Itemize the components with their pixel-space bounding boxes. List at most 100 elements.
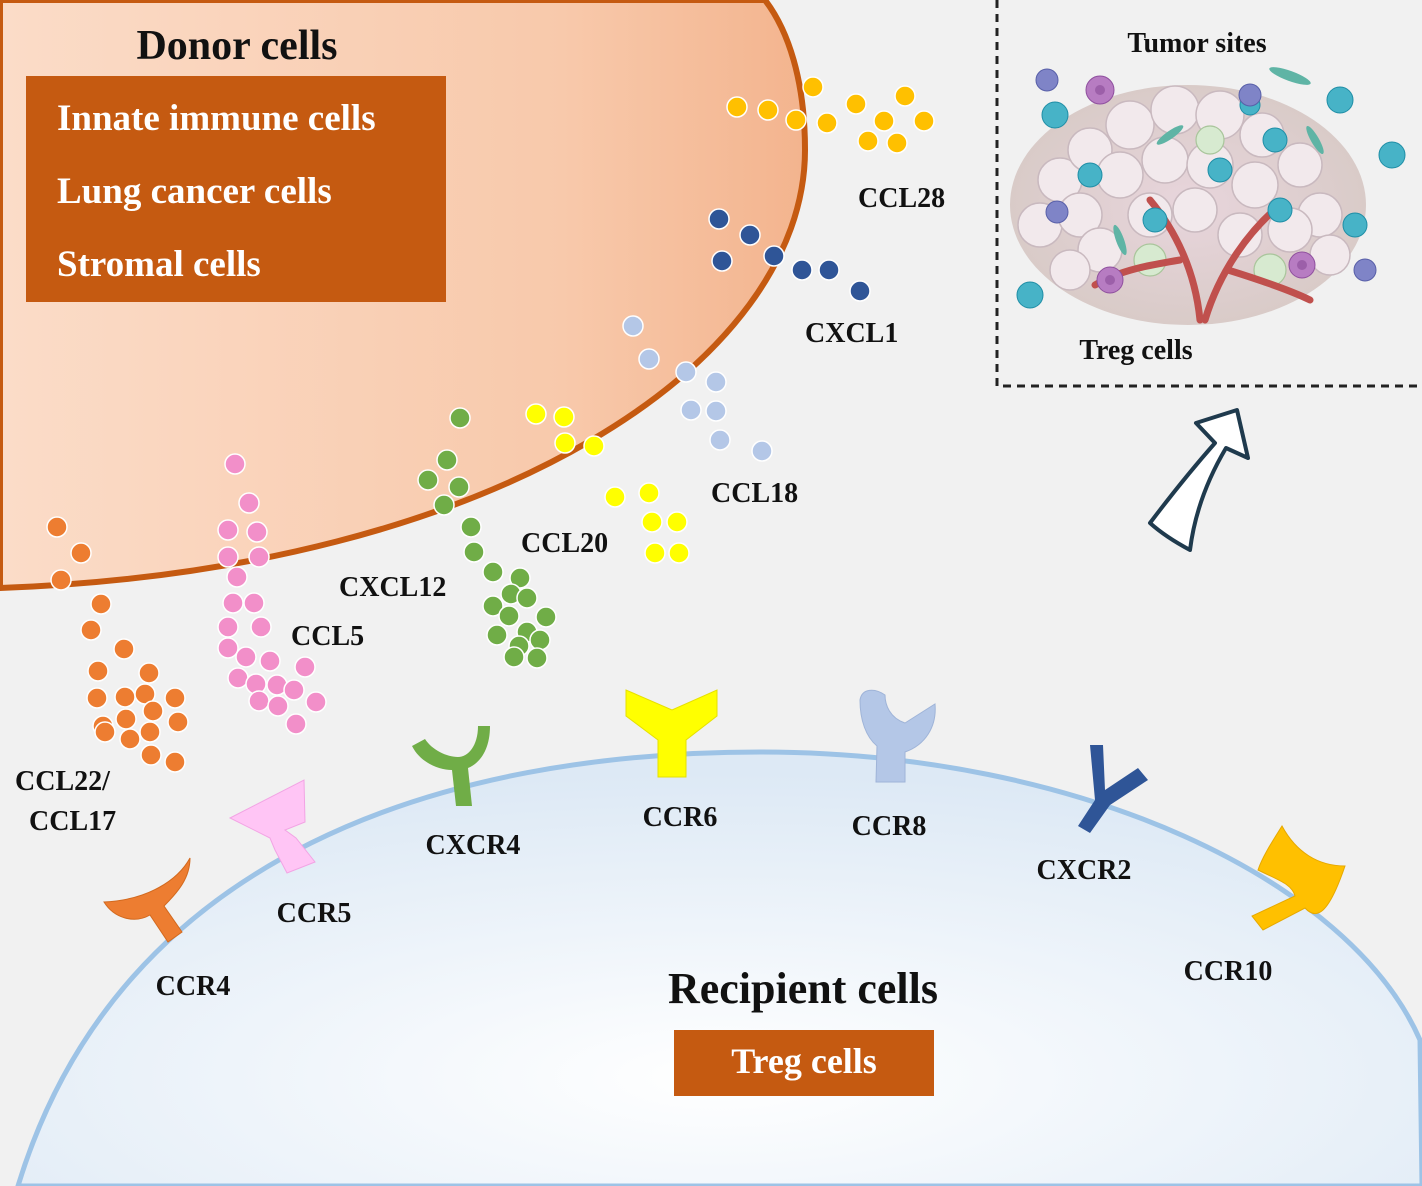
chemokine-dot-ccl18 [709, 429, 731, 451]
chemokine-label-cxcl1: CXCL1 [805, 318, 898, 349]
chemokine-dot-ccl5 [217, 616, 239, 638]
tumor-sites-inset: Tumor sites [995, 0, 1418, 388]
chemokine-dot-ccl22 [115, 708, 137, 730]
chemokine-dot-ccl18 [680, 399, 702, 421]
chemokine-dot-ccl20 [666, 511, 688, 533]
chemokine-dot-ccl18 [638, 348, 660, 370]
chemokine-dot-ccl22 [140, 744, 162, 766]
chemokine-dot-ccl20 [554, 432, 576, 454]
chemokine-dot-cxcl12 [463, 541, 485, 563]
donor-item-innate-immune-cells: Innate immune cells [57, 98, 376, 139]
chemokine-dot-cxcl1 [708, 208, 730, 230]
receptor-label-ccr6: CCR6 [643, 802, 718, 833]
chemokine-dot-ccl20 [583, 435, 605, 457]
chemokine-dot-ccl5 [227, 667, 249, 689]
chemokine-dot-cxcl1 [818, 259, 840, 281]
chemokine-dot-cxcl12 [503, 646, 525, 668]
chemokine-dot-cxcl12 [448, 476, 470, 498]
chemokine-dot-ccl28 [726, 96, 748, 118]
chemokine-dots-ccl22 [46, 516, 189, 773]
chemokine-label-cxcl12: CXCL12 [339, 572, 446, 603]
chemokine-dot-ccl5 [267, 695, 289, 717]
chemokine-dot-ccl18 [705, 371, 727, 393]
chemokine-dots-cxcl1 [708, 208, 871, 302]
donor-cell-types-box [26, 76, 446, 302]
chemokine-dot-ccl22 [142, 700, 164, 722]
chemokine-label-ccl28: CCL28 [858, 183, 945, 214]
receptor-ccr4 [103, 857, 191, 943]
donor-item-stromal-cells: Stromal cells [57, 244, 261, 285]
chemokine-dot-ccl28 [873, 110, 895, 132]
chemokine-dot-ccl28 [757, 99, 779, 121]
recipient-treg-badge [674, 1030, 934, 1096]
receptor-label-cxcr4: CXCR4 [426, 830, 521, 861]
chemokine-dot-cxcl1 [711, 250, 733, 272]
chemokine-dot-ccl5 [217, 637, 239, 659]
chemokine-dot-ccl5 [248, 690, 270, 712]
receptor-label-ccr10: CCR10 [1184, 956, 1273, 987]
chemokine-dot-ccl18 [751, 440, 773, 462]
chemokine-dot-ccl22 [164, 687, 186, 709]
chemokine-dot-ccl5 [305, 691, 327, 713]
recipient-title: Recipient cells [668, 964, 938, 1013]
chemokine-dot-ccl22 [70, 542, 92, 564]
chemokine-dot-ccl5 [222, 592, 244, 614]
chemokine-dot-cxcl12 [436, 449, 458, 471]
chemokine-dot-ccl22 [164, 751, 186, 773]
chemokine-dot-cxcl12 [529, 629, 551, 651]
receptor-label-ccr5: CCR5 [277, 898, 352, 929]
chemokine-label-ccl5: CCL5 [291, 621, 364, 652]
chemokine-dot-cxcl12 [482, 595, 504, 617]
chemokine-dot-ccl28 [785, 109, 807, 131]
inset-treg-caption: Treg cells [1079, 335, 1192, 366]
chemokine-dot-ccl5 [238, 492, 260, 514]
chemokine-dots-ccl20 [525, 403, 690, 564]
receptor-ccr5 [228, 779, 316, 874]
hollow-arrow-up-right-icon [1148, 408, 1250, 552]
chemokine-dot-ccl20 [525, 403, 547, 425]
chemokine-dot-cxcl12 [516, 587, 538, 609]
chemokine-dots-ccl28 [726, 76, 935, 154]
chemokine-dot-ccl20 [553, 406, 575, 428]
chemokine-dot-ccl5 [224, 453, 246, 475]
chemokine-dot-cxcl12 [535, 606, 557, 628]
chemokine-dot-cxcl12 [509, 567, 531, 589]
chemokine-dot-cxcl12 [449, 407, 471, 429]
chemokine-dot-ccl5 [217, 519, 239, 541]
chemokine-dot-ccl22 [50, 569, 72, 591]
chemokine-dot-ccl22 [94, 721, 116, 743]
chemokine-dot-ccl5 [243, 592, 265, 614]
chemokine-dot-ccl18 [622, 315, 644, 337]
chemokine-dot-ccl20 [668, 542, 690, 564]
chemokine-dot-ccl28 [886, 132, 908, 154]
receptor-ccr8 [859, 689, 936, 783]
chemokine-dot-ccl18 [675, 361, 697, 383]
chemokine-dot-ccl5 [248, 546, 270, 568]
chemokine-label-ccl22: CCL22/ [15, 766, 111, 797]
chemokine-dot-cxcl1 [739, 224, 761, 246]
tumor-illustration [1010, 67, 1406, 325]
chemokine-dot-ccl5 [250, 616, 272, 638]
chemokine-dot-cxcl12 [498, 605, 520, 627]
chemokine-dot-ccl5 [246, 521, 268, 543]
chemokine-dot-ccl28 [913, 110, 935, 132]
donor-title: Donor cells [136, 23, 337, 69]
receptor-ccr10 [1251, 825, 1346, 931]
chemokine-dot-ccl22 [87, 660, 109, 682]
chemokine-dot-ccl20 [604, 486, 626, 508]
treg-cell-icons [1016, 86, 1406, 309]
chemokine-dot-ccl22 [46, 516, 68, 538]
chemokine-dot-ccl5 [294, 656, 316, 678]
chemokine-dot-ccl28 [857, 130, 879, 152]
chemokine-dot-ccl5 [285, 713, 307, 735]
chemokine-dot-cxcl12 [486, 624, 508, 646]
chemokine-dot-ccl20 [641, 511, 663, 533]
chemokine-dot-ccl5 [283, 679, 305, 701]
receptor-cxcr4 [412, 726, 490, 806]
chemokine-dot-ccl18 [705, 400, 727, 422]
chemokine-dot-ccl22 [139, 721, 161, 743]
receptor-label-cxcr2: CXCR2 [1037, 855, 1132, 886]
chemokine-dots-ccl18 [622, 315, 773, 462]
chemokine-dot-cxcl1 [849, 280, 871, 302]
